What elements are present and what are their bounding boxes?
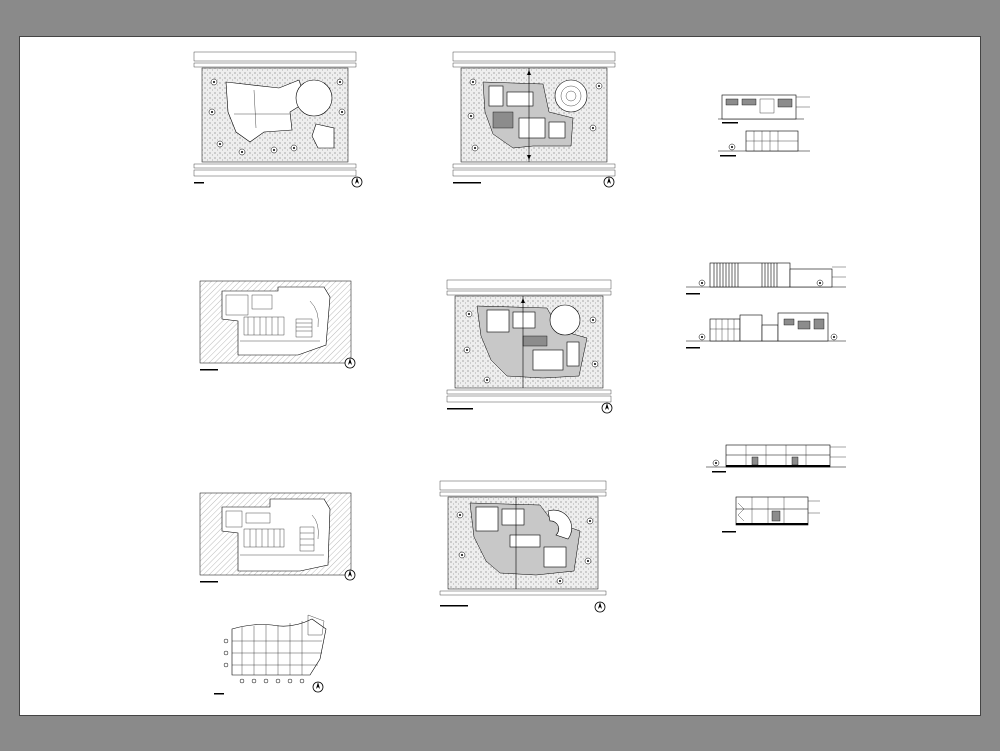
structural-grid-plan bbox=[214, 614, 327, 695]
drawing-sheet bbox=[19, 36, 981, 716]
elevation-4 bbox=[686, 312, 846, 349]
floor-plan-1 bbox=[446, 279, 613, 414]
site-plan-roof bbox=[193, 51, 363, 188]
elevation-2 bbox=[718, 130, 810, 157]
elevation-3 bbox=[686, 262, 846, 295]
section-2 bbox=[722, 496, 820, 533]
basement-plan-2 bbox=[199, 492, 356, 583]
site-plan-ground bbox=[452, 51, 616, 188]
cad-drawings bbox=[193, 51, 846, 695]
basement-plan-1 bbox=[199, 280, 356, 371]
section-1 bbox=[706, 444, 846, 473]
elevation-1 bbox=[718, 94, 810, 124]
floor-plan-2 bbox=[439, 480, 607, 613]
